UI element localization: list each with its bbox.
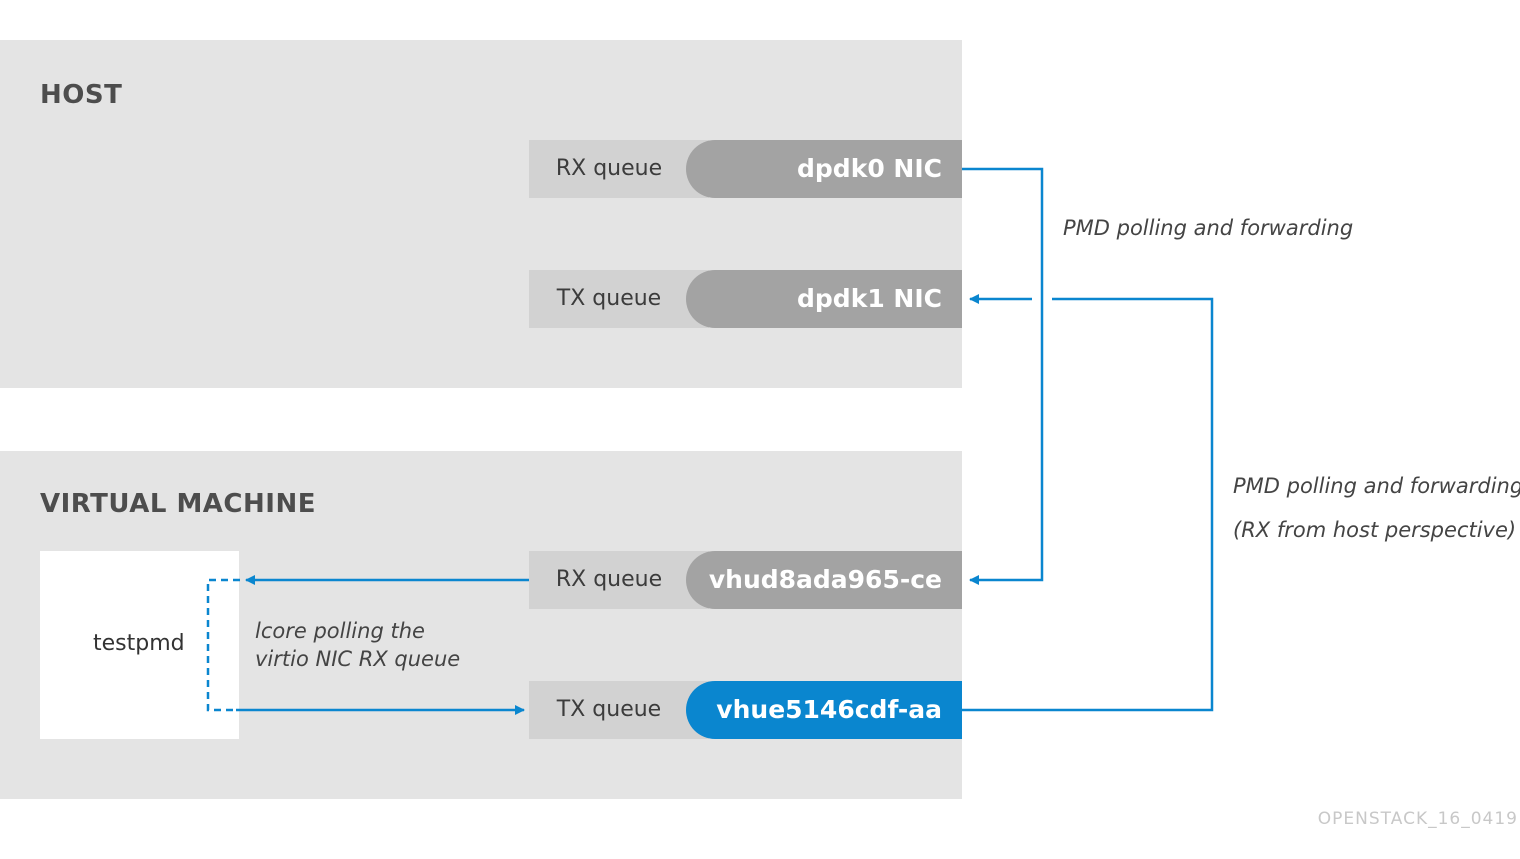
vm-rx-nic-vhud8ada965-ce: vhud8ada965-ce xyxy=(686,551,962,609)
pmd-forward-note-2: PMD polling and forwarding (RX from host… xyxy=(1233,464,1520,552)
pmd-forward-note-2-line2: (RX from host perspective) xyxy=(1233,518,1517,542)
lcore-note: lcore polling the virtio NIC RX queue xyxy=(255,617,460,673)
lcore-note-line1: lcore polling the xyxy=(255,619,425,643)
vm-tx-nic-vhue5146cdf-aa: vhue5146cdf-aa xyxy=(686,681,962,739)
host-tx-nic-dpdk1: dpdk1 NIC xyxy=(686,270,962,328)
lcore-note-line2: virtio NIC RX queue xyxy=(255,647,461,671)
host-rx-nic-dpdk0: dpdk0 NIC xyxy=(686,140,962,198)
pmd-forward-note-2-line1: PMD polling and forwarding xyxy=(1233,474,1520,498)
arrow-vm-tx-to-dpdk1 xyxy=(962,297,1214,712)
pmd-forward-note-1: PMD polling and forwarding xyxy=(1063,216,1354,240)
vm-tx-queue: TX queue xyxy=(529,681,709,739)
host-panel: HOST xyxy=(0,40,962,388)
host-title: HOST xyxy=(40,80,123,110)
arrow-dpdk0-to-vm-rx xyxy=(962,167,1044,585)
host-tx-queue: TX queue xyxy=(529,270,709,328)
vm-title: VIRTUAL MACHINE xyxy=(40,489,316,519)
lcore-dashed-loop xyxy=(206,578,240,712)
testpmd-label: testpmd xyxy=(93,631,185,656)
watermark: OPENSTACK_16_0419 xyxy=(1317,809,1518,829)
host-rx-queue: RX queue xyxy=(529,140,709,198)
vm-rx-queue: RX queue xyxy=(529,551,709,609)
testpmd-box xyxy=(40,551,239,739)
